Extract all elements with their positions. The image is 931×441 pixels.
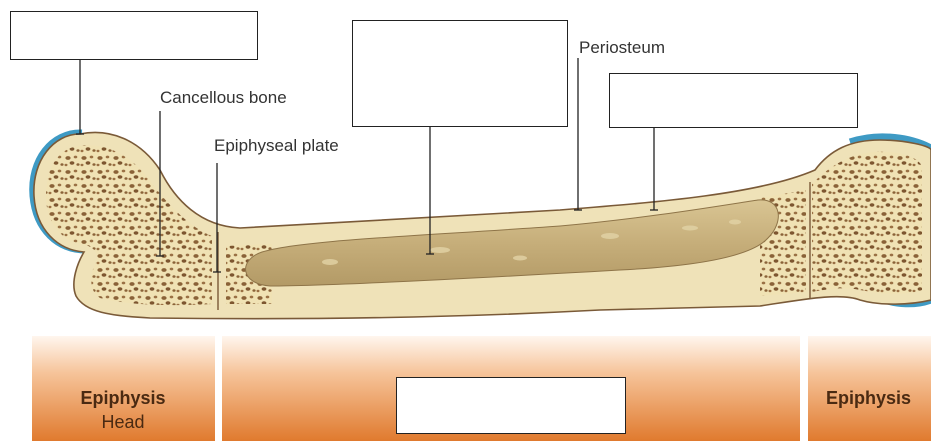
region-label-left: Epiphysis Head <box>68 386 178 434</box>
blank-box-bottom-center[interactable] <box>396 377 626 434</box>
region-right-title: Epiphysis <box>826 386 931 410</box>
blank-box-top-left[interactable] <box>10 11 258 60</box>
region-left-subtitle: Head <box>68 410 178 434</box>
blank-box-top-center[interactable] <box>352 20 568 127</box>
cancellous-region-left <box>46 145 212 305</box>
label-periosteum: Periosteum <box>579 38 665 58</box>
label-cancellous-bone: Cancellous bone <box>160 88 287 108</box>
region-left-title: Epiphysis <box>68 386 178 410</box>
cancellous-region-right <box>812 152 922 294</box>
blank-box-right[interactable] <box>609 73 858 128</box>
region-label-right: Epiphysis <box>826 386 931 410</box>
label-epiphyseal-plate: Epiphyseal plate <box>214 136 339 156</box>
